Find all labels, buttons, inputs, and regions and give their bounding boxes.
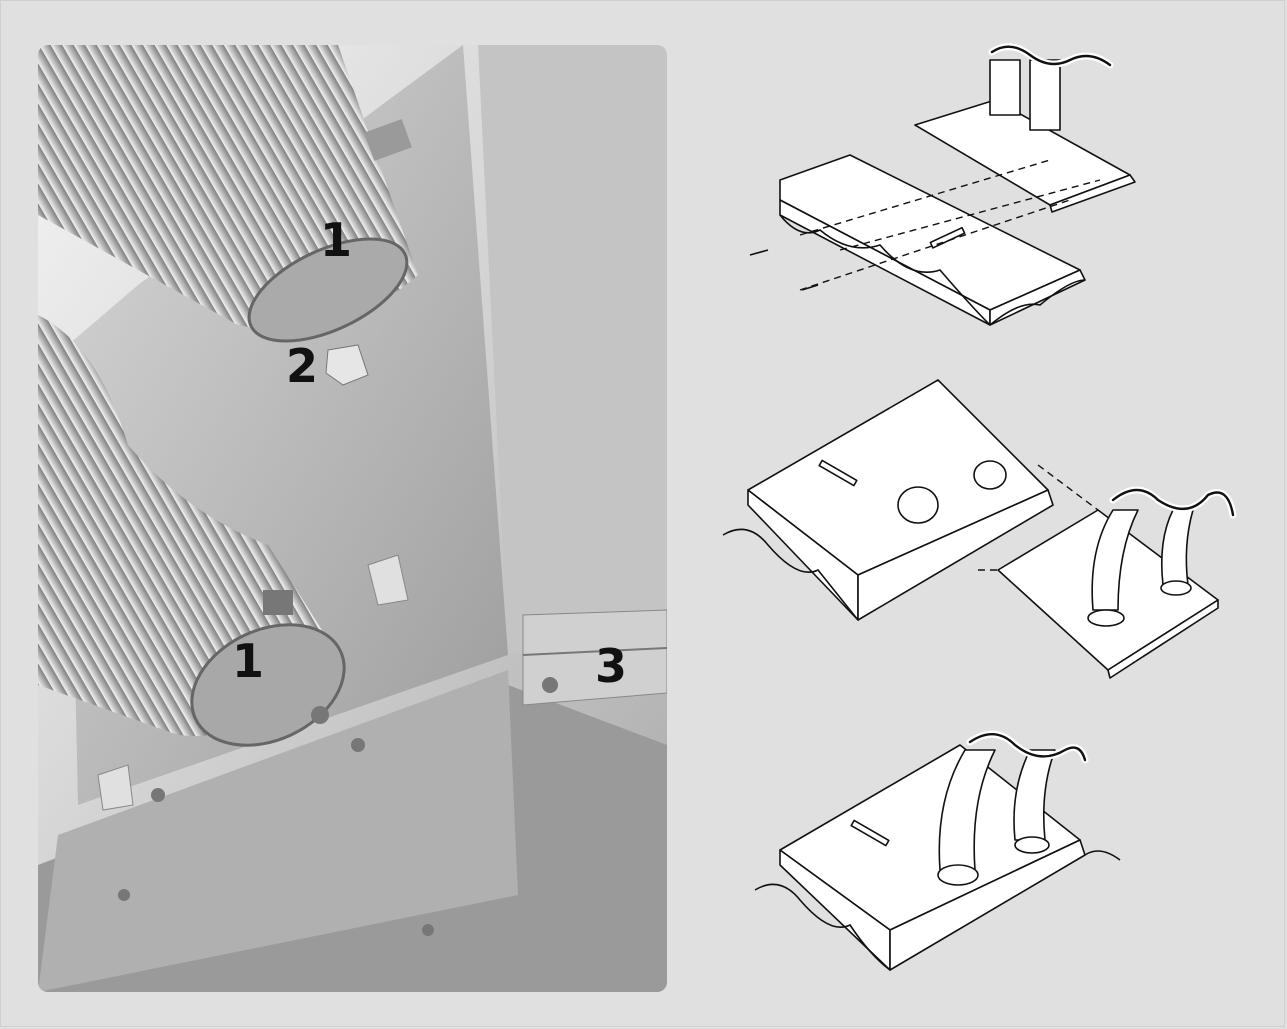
hood-assembled-diagram xyxy=(750,720,1130,980)
callout-clamp-upper: 1 xyxy=(320,213,353,267)
duct-photo-illustration xyxy=(38,45,667,992)
hood-exploded-diagram xyxy=(740,40,1140,340)
hood-ducts-diagram xyxy=(718,370,1248,680)
callout-rail: 3 xyxy=(595,639,628,693)
callout-clamp-lower: 1 xyxy=(232,634,265,688)
callout-nut: 2 xyxy=(286,339,319,393)
installation-photo: 1 2 1 3 xyxy=(38,45,667,992)
